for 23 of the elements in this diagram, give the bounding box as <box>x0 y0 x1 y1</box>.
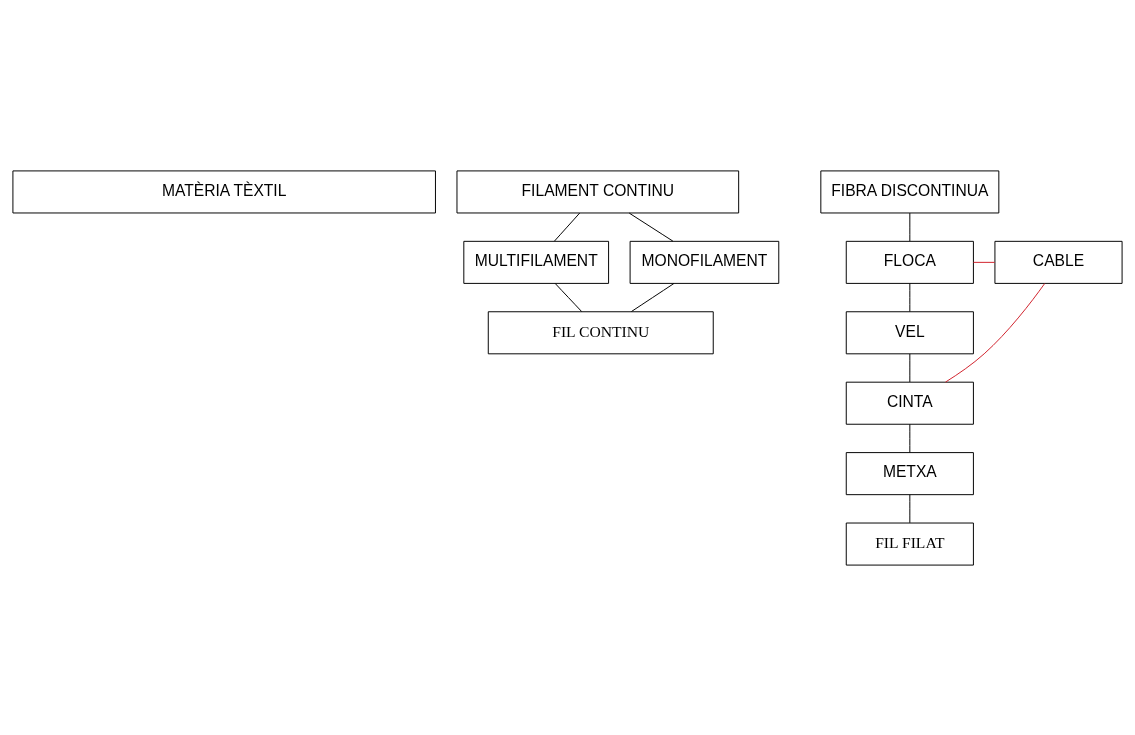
node-box: FLOCA <box>845 240 974 284</box>
connector <box>945 282 1046 383</box>
node-box: VEL <box>845 310 974 354</box>
connector <box>554 282 583 312</box>
node-box: MATÈRIA TÈXTIL <box>12 169 436 213</box>
node-box: METXA <box>845 451 974 495</box>
connector <box>909 282 911 312</box>
node-box: FIL FILAT <box>845 522 974 566</box>
connector <box>909 352 911 382</box>
connector <box>630 282 675 312</box>
node-box: FIBRA DISCONTINUA <box>820 169 1000 213</box>
connector <box>553 212 581 242</box>
node-box: MULTIFILAMENT <box>463 240 610 284</box>
connector <box>909 212 911 242</box>
connector <box>909 493 911 523</box>
connector <box>909 423 911 453</box>
node-box: FILAMENT CONTINU <box>456 169 740 213</box>
connector <box>628 212 674 242</box>
node-box: CABLE <box>994 240 1123 284</box>
node-box: FIL CONTINU <box>487 310 714 354</box>
node-box: CINTA <box>845 381 974 425</box>
connector <box>972 261 996 263</box>
node-box: MONOFILAMENT <box>629 240 780 284</box>
